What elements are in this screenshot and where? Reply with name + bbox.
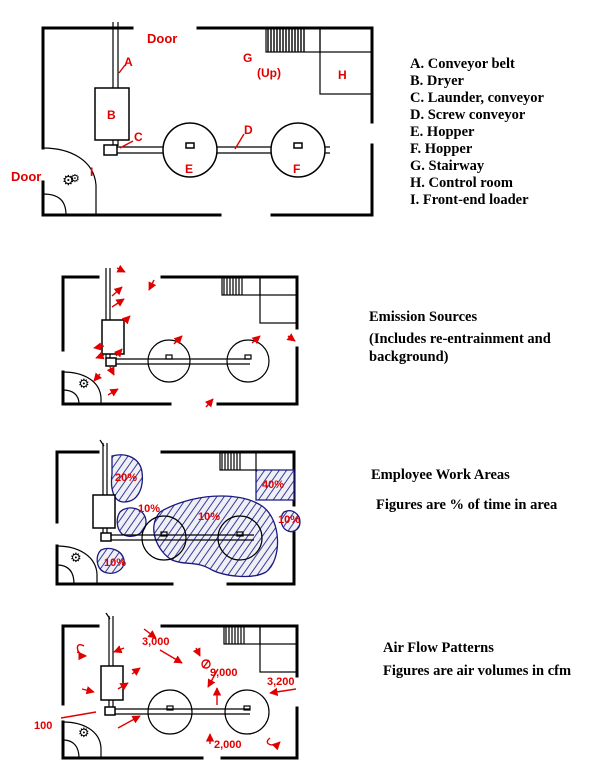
control-room bbox=[319, 51, 373, 95]
emission-caption: Emission Sources bbox=[369, 309, 477, 325]
pct-dryer: 20% bbox=[115, 472, 137, 484]
legend-item: D. Screw conveyor bbox=[410, 107, 526, 123]
work-area-dryer bbox=[110, 454, 144, 503]
cfm-left: 100 bbox=[34, 720, 52, 732]
dryer bbox=[94, 87, 130, 141]
legend-item: G. Stairway bbox=[410, 158, 485, 174]
emission-caption-note: (Includes re-entrainment and bbox=[369, 331, 551, 347]
label-a: A bbox=[124, 55, 133, 69]
launder-conveyor bbox=[103, 144, 118, 156]
work-area-hoppers bbox=[153, 495, 279, 578]
work-area-control-room bbox=[255, 469, 295, 501]
hopper-e bbox=[162, 122, 218, 178]
label-h: H bbox=[338, 68, 347, 82]
door-left-label: Door bbox=[11, 169, 41, 184]
cfm-top: 3,000 bbox=[142, 636, 170, 648]
work-areas-caption-note: Figures are % of time in area bbox=[376, 497, 558, 513]
pct-conveyor: 10% bbox=[138, 503, 160, 515]
cfm-right: 3,200 bbox=[267, 676, 295, 688]
hopper-f bbox=[270, 122, 326, 178]
airflow-caption: Air Flow Patterns bbox=[383, 640, 494, 656]
legend-item: I. Front-end loader bbox=[410, 192, 529, 208]
airflow-arrows bbox=[60, 628, 297, 751]
pct-control-room: 40% bbox=[262, 479, 284, 491]
panel-air-flow: ⚙ 3,000 9,000 3,200 100 2,000 bbox=[34, 612, 571, 760]
cfm-center: 9,000 bbox=[210, 667, 238, 679]
label-i: I bbox=[90, 165, 93, 179]
pct-right-door: 10% bbox=[278, 514, 300, 526]
legend-item: F. Hopper bbox=[410, 141, 473, 157]
work-areas-caption: Employee Work Areas bbox=[371, 467, 510, 483]
panel-plant-layout: ⚙ ⚙ Door Door A B C D E F G (Up) H I A. … bbox=[11, 22, 545, 217]
legend-item: A. Conveyor belt bbox=[410, 56, 515, 72]
work-area-right-door bbox=[280, 510, 301, 533]
work-area-loader bbox=[96, 547, 125, 574]
legend: A. Conveyor belt B. Dryer C. Launder, co… bbox=[410, 56, 545, 208]
pct-hoppers: 10% bbox=[198, 511, 220, 523]
stairway bbox=[265, 27, 321, 53]
label-c: C bbox=[134, 130, 143, 144]
label-g-up: (Up) bbox=[257, 66, 281, 80]
legend-item: E. Hopper bbox=[410, 124, 475, 140]
label-g: G bbox=[243, 51, 252, 65]
svg-text:⚙: ⚙ bbox=[70, 551, 82, 566]
loader-icon: ⚙ bbox=[62, 173, 75, 189]
label-f: F bbox=[293, 162, 300, 176]
panel-emission-sources: ⚙ Emission Sources (Includes re-entrainm… bbox=[61, 264, 551, 408]
label-d: D bbox=[244, 123, 253, 137]
emission-arrows bbox=[93, 264, 296, 408]
airflow-caption-note: Figures are air volumes in cfm bbox=[383, 663, 571, 679]
legend-item: H. Control room bbox=[410, 175, 513, 191]
svg-text:⚙: ⚙ bbox=[70, 172, 80, 185]
svg-text:⚙: ⚙ bbox=[78, 377, 90, 392]
label-e: E bbox=[185, 162, 193, 176]
svg-text:⚙: ⚙ bbox=[78, 726, 90, 741]
panel-work-areas: ⚙ 20% 40% 10% 10% 10% 10% Employee Work … bbox=[55, 439, 558, 586]
legend-item: C. Launder, conveyor bbox=[410, 90, 545, 106]
pct-loader: 10% bbox=[104, 557, 126, 569]
label-b: B bbox=[107, 108, 116, 122]
legend-item: B. Dryer bbox=[410, 73, 465, 89]
emission-caption-note-2: background) bbox=[369, 349, 449, 365]
cfm-bottom: 2,000 bbox=[214, 739, 242, 751]
door-top-label: Door bbox=[147, 31, 177, 46]
